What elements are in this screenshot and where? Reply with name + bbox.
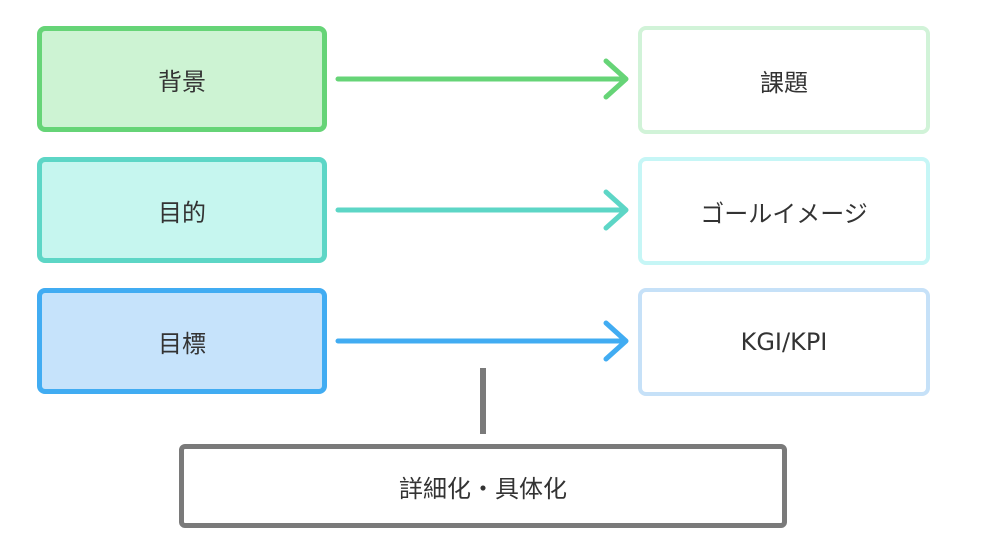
arrowhead-purpose-to-goal-image: [603, 189, 629, 231]
goal-box: 目標: [37, 288, 327, 394]
issue-label: 課題: [760, 68, 808, 97]
kgi-kpi-box: KGI/KPI: [638, 288, 930, 396]
goal-label: 目標: [158, 329, 206, 358]
purpose-label: 目的: [158, 198, 206, 227]
arrowhead-background-to-issue: [603, 58, 629, 100]
goal-image-label: ゴールイメージ: [700, 199, 868, 228]
kgi-kpi-label: KGI/KPI: [740, 328, 828, 356]
purpose-box: 目的: [37, 157, 327, 263]
issue-box: 課題: [638, 26, 930, 134]
goal-image-box: ゴールイメージ: [638, 157, 930, 265]
detailing-label: 詳細化・具体化: [399, 474, 567, 503]
background-box: 背景: [37, 26, 327, 132]
detailing-box: 詳細化・具体化: [179, 444, 787, 528]
arrowhead-goal-to-kgi-kpi: [603, 320, 629, 362]
background-label: 背景: [158, 67, 206, 96]
